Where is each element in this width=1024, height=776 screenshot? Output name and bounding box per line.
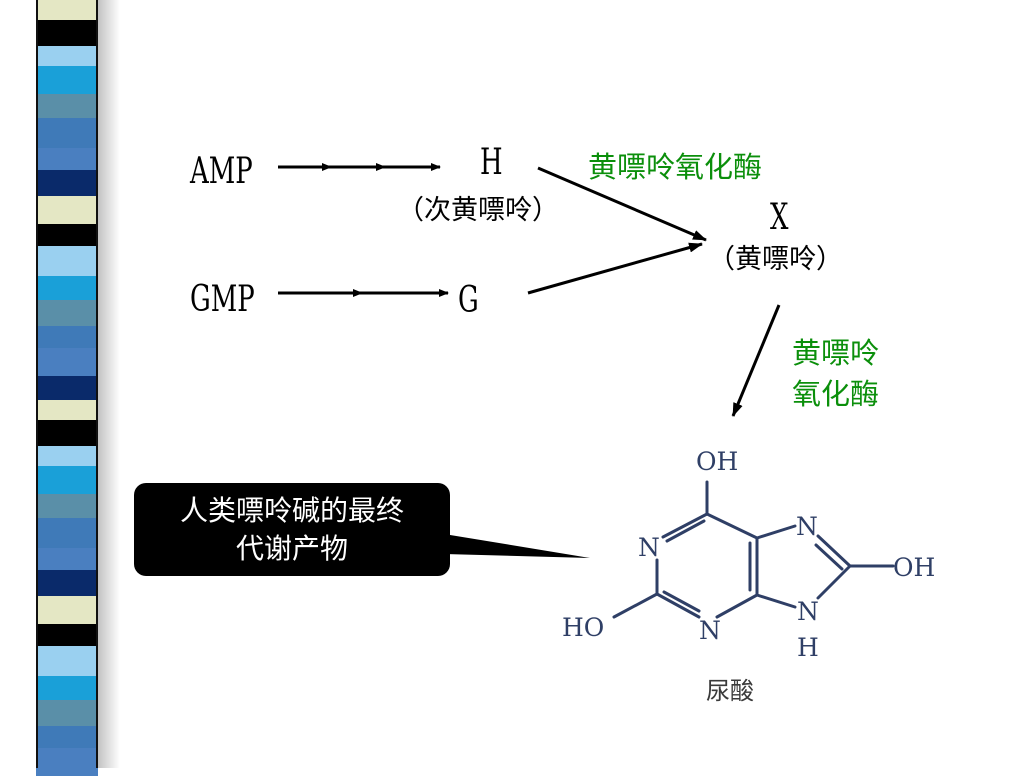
atom-n1: N [638,533,660,562]
bond-c6-n1-double [665,519,706,543]
strip-cell [36,246,98,276]
strip-cell [36,494,98,518]
callout-pointer [444,534,590,558]
bond-n9-c4 [755,593,797,609]
strip-cell [36,446,98,466]
strip-cell [36,300,98,326]
strip-cell [36,548,98,570]
callout-line2: 代谢产物 [235,532,348,565]
bond-n7-c8-double [814,543,844,571]
gmp-label: GMP [190,279,255,320]
atom-n3: N [699,616,721,645]
hypoxanthine-name: （次黄嘌呤） [397,195,559,226]
strip-cell [36,224,98,246]
strip-cell [36,700,98,726]
strip-edge [36,0,38,768]
x-to-uric-acid-arrow [731,304,781,417]
strip-cell [36,624,98,646]
strip-cell [36,170,98,196]
h-to-x-arrow [537,166,707,242]
atom-top-oh: OH [696,447,738,476]
enzyme-label-side-line2: 氧化酶 [792,377,880,411]
enzyme-label-top: 黄嘌呤氧化酶 [588,150,763,184]
strip-cell [36,66,98,94]
g-to-x-arrow [527,242,703,295]
strip-cell [36,376,98,400]
atom-left-ho: HO [562,613,604,642]
hypoxanthine-label: H [480,142,503,183]
bond-n7-c8 [816,534,852,568]
strip-cell [36,676,98,700]
strip-cell [36,596,98,624]
strip-cell [36,148,98,170]
strip-cell [36,0,98,20]
callout-line1: 人类嘌呤碱的最终 [179,494,404,527]
strip-cell [36,118,98,148]
strip-cell [36,400,98,420]
strip-cell [36,276,98,300]
bond-n3-c4 [715,593,759,619]
uric-acid-name: 尿酸 [706,677,754,705]
atom-right-oh: OH [893,553,935,582]
bond-c2-n3 [655,592,701,619]
amp-label: AMP [190,151,253,192]
strip-cell [36,348,98,376]
strip-edge [96,0,98,768]
enzyme-label-side-line1: 黄嘌呤 [792,336,880,370]
bond-c8-n9 [816,564,852,600]
xanthine-name: （黄嘌呤） [708,244,843,275]
atom-n9: N [797,597,819,626]
decorative-strip-shadow [96,0,120,768]
strip-cell [36,466,98,494]
strip-cell [36,570,98,596]
xanthine-label: X [770,197,789,238]
strip-cell [36,646,98,676]
strip-cell [36,46,98,66]
bond-c5-c6 [705,512,759,540]
bond-c2-n3-double [662,590,701,613]
strip-cell [36,196,98,224]
atom-n9-h: H [797,633,819,662]
bond-c2-ho [612,592,659,619]
strip-cell [36,20,98,46]
bond-c6-n1 [661,512,709,539]
strip-cell [36,326,98,348]
strip-cell [36,94,98,118]
strip-cell [36,420,98,446]
guanine-label: G [458,280,479,321]
decorative-strip [36,0,98,776]
atom-n7: N [796,512,818,541]
strip-cell [36,726,98,748]
bond-c5-n7 [755,524,797,540]
callout-box: 人类嘌呤碱的最终 代谢产物 [134,483,450,576]
strip-cell [36,518,98,548]
